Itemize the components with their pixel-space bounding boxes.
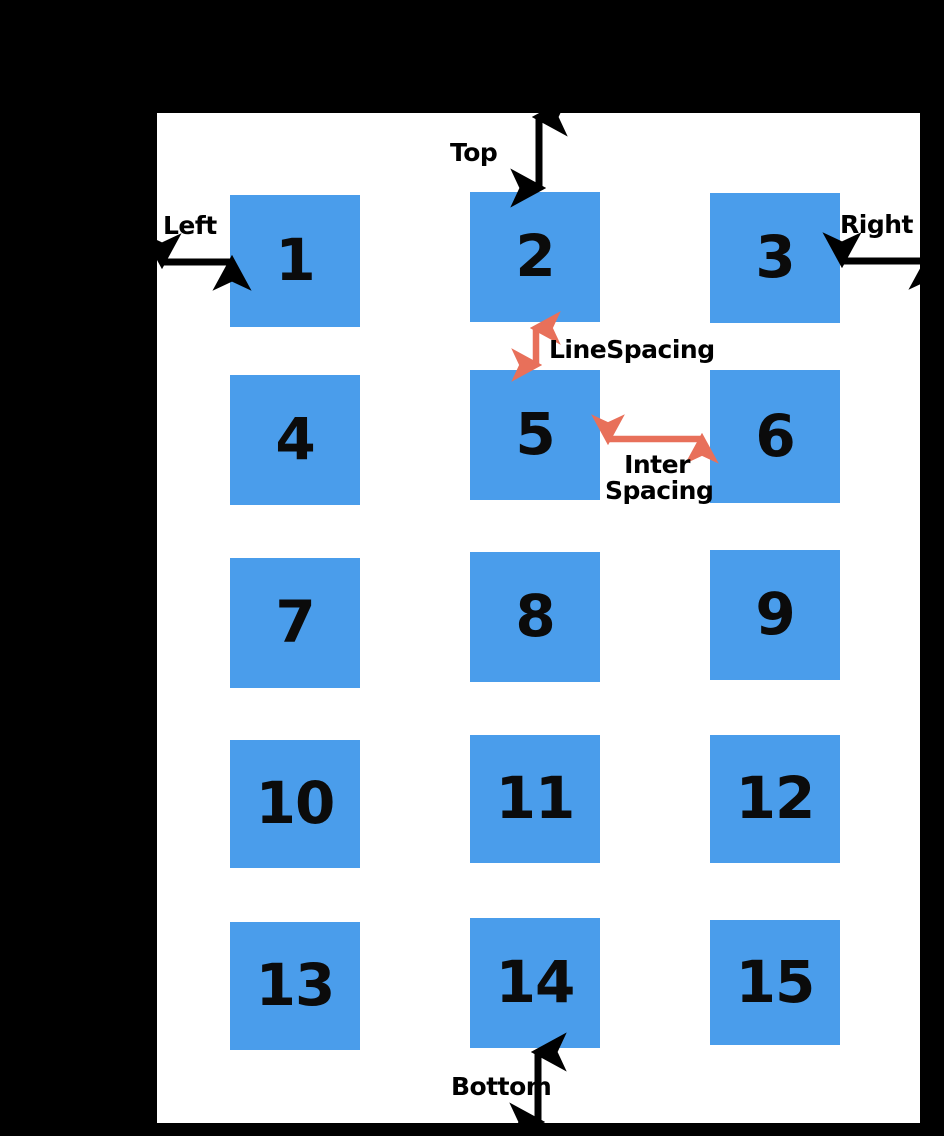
grid-cell-6[interactable]: 6 xyxy=(710,370,840,503)
grid-cell-label: 8 xyxy=(515,582,555,650)
grid-cell-2[interactable]: 2 xyxy=(470,192,600,322)
grid-cell-label: 7 xyxy=(275,588,315,656)
bottom-margin-label: Bottom xyxy=(451,1072,552,1101)
grid-cell-13[interactable]: 13 xyxy=(230,922,360,1050)
right-margin-label: Right xyxy=(840,210,913,239)
left-margin-label: Left xyxy=(163,211,217,240)
grid-cell-9[interactable]: 9 xyxy=(710,550,840,680)
grid-cell-1[interactable]: 1 xyxy=(230,195,360,327)
grid-cell-12[interactable]: 12 xyxy=(710,735,840,863)
grid-cell-label: 1 xyxy=(275,226,315,294)
grid-cell-label: 15 xyxy=(735,947,816,1016)
inter-spacing-label-line1: Inter xyxy=(624,450,690,479)
grid-cell-label: 11 xyxy=(495,764,576,832)
line-spacing-label: LineSpacing xyxy=(549,335,715,364)
grid-cell-label: 4 xyxy=(275,405,315,473)
grid-cell-label: 10 xyxy=(255,769,336,837)
grid-cell-label: 5 xyxy=(515,400,555,468)
grid-cell-14[interactable]: 14 xyxy=(470,918,600,1048)
grid-cell-label: 6 xyxy=(755,401,795,470)
inter-spacing-label: Inter Spacing xyxy=(605,450,714,505)
grid-cell-7[interactable]: 7 xyxy=(230,558,360,688)
grid-cell-4[interactable]: 4 xyxy=(230,375,360,505)
grid-cell-label: 3 xyxy=(755,223,795,291)
grid-cell-10[interactable]: 10 xyxy=(230,740,360,868)
grid-cell-label: 13 xyxy=(255,951,336,1019)
grid-cell-15[interactable]: 15 xyxy=(710,920,840,1045)
top-margin-label: Top xyxy=(450,138,498,167)
inter-spacing-label-line2: Spacing xyxy=(605,476,714,506)
grid-cell-label: 9 xyxy=(755,580,795,648)
grid-cell-label: 14 xyxy=(495,948,576,1016)
grid-cell-5[interactable]: 5 xyxy=(470,370,600,500)
grid-cell-8[interactable]: 8 xyxy=(470,552,600,682)
grid-cell-11[interactable]: 11 xyxy=(470,735,600,863)
grid-cell-3[interactable]: 3 xyxy=(710,193,840,323)
grid-cell-label: 12 xyxy=(735,764,816,832)
grid-cell-label: 2 xyxy=(515,222,555,290)
